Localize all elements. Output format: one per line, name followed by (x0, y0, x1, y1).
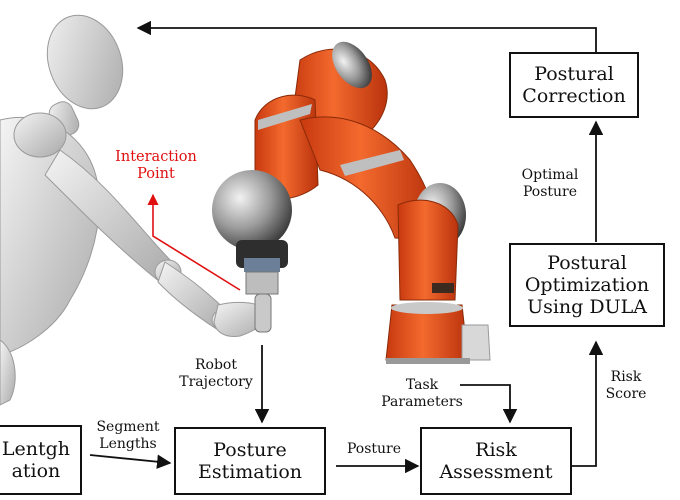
arrow-risk-score (572, 340, 604, 467)
arrow-postural-correction-feedback (136, 20, 597, 52)
segment-length-estimation-box: Lentgh ation (0, 425, 82, 495)
task-parameters-label: Task Parameters (381, 377, 463, 410)
risk-assessment-box: Risk Assessment (420, 427, 572, 495)
interaction-point-label: Interaction Point (115, 149, 197, 182)
posture-label: Posture (346, 441, 402, 457)
postural-correction-box: Postural Correction (509, 52, 639, 118)
risk-score-label: Risk Score (605, 369, 647, 402)
segment-lengths-label: Segment Lengths (96, 419, 160, 452)
optimal-posture-label: Optimal Posture (521, 167, 579, 200)
robot-trajectory-label: Robot Trajectory (179, 357, 253, 390)
arrow-segment-lengths (89, 454, 172, 469)
postural-optimization-box: Postural Optimization Using DULA (509, 243, 665, 327)
posture-estimation-box: Posture Estimation (174, 427, 326, 495)
robot-arm (212, 41, 491, 364)
interaction-pointer-arrow (147, 193, 241, 291)
arrow-task-parameters (460, 384, 518, 424)
